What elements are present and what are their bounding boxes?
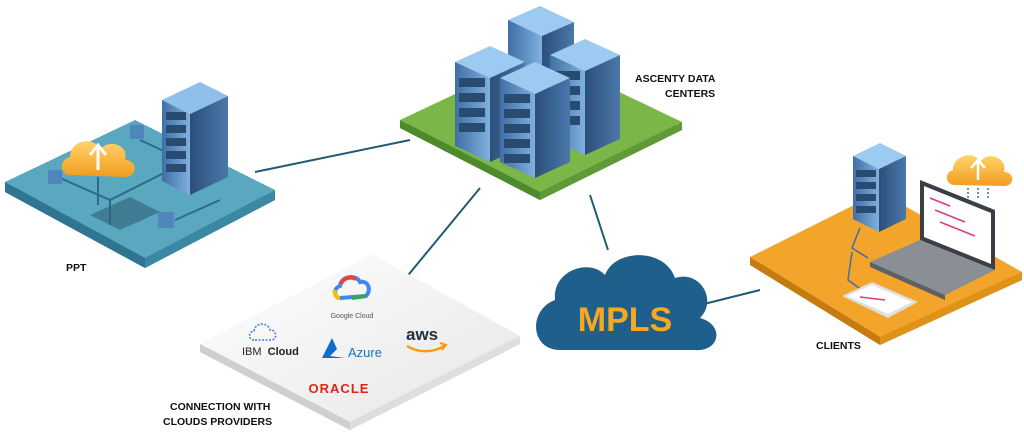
link-mpls-datacenter [589,194,609,251]
ibm-cloud-text: Cloud [268,346,299,358]
link-ppt-datacenter [254,139,411,173]
ppt-platform [5,82,275,268]
link-mpls-clients [699,289,761,306]
server-rack-icon [162,82,228,195]
azure-text: Azure [348,345,382,360]
ibm-text: IBM [242,346,262,358]
clients-label: CLIENTS [816,340,861,352]
ibm-cloud-logo: IBM Cloud [242,323,299,358]
datacenters-label-line1: ASCENTY DATA [635,73,716,85]
tablet-icon [842,282,918,318]
ppt-label: PPT [66,262,87,274]
cloud-upload-icon [61,141,135,205]
svg-text:IBM Cloud: IBM Cloud [242,346,299,358]
cloud-providers-label-line1: CONNECTION WITH [170,401,270,413]
datacenter-platform [400,6,682,200]
server-rack-icon [853,143,906,232]
cloud-upload-icon [946,155,1013,200]
google-cloud-logo: Google Cloud [331,275,374,320]
server-rack-icon [455,6,620,178]
mpls-cloud-icon: MPLS [536,255,717,351]
laptop-icon [870,180,995,300]
cloud-providers-label-line2: CLOUDS PROVIDERS [163,416,272,428]
cloud-providers-platform: Google Cloud IBM Cloud Azure aws ORACLE [200,254,520,430]
azure-logo: Azure [322,338,382,360]
mpls-text: MPLS [578,301,672,339]
clients-platform [750,143,1022,345]
google-cloud-text: Google Cloud [331,313,374,320]
datacenters-label-line2: CENTERS [665,88,715,100]
oracle-logo: ORACLE [309,381,370,396]
aws-logo: aws [406,325,448,353]
aws-text: aws [406,325,438,344]
ppt-node-boxes [48,125,174,228]
link-cloud-datacenter [399,187,481,286]
connection-lines [254,139,761,306]
